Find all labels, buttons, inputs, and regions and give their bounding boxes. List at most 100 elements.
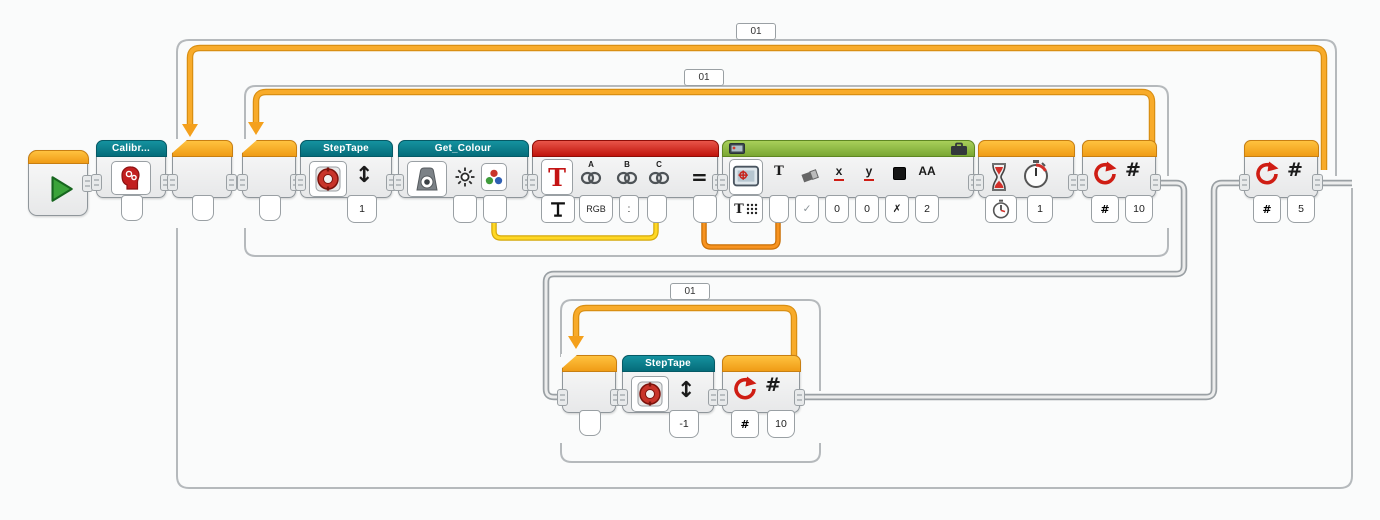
bottom-loop-boundary	[560, 299, 821, 391]
count-mode-icon[interactable]: #	[731, 410, 759, 438]
loop-foot[interactable]	[579, 410, 601, 436]
sequence-in-plug[interactable]	[167, 174, 178, 191]
loop-header	[1081, 139, 1157, 157]
input-c-label: C	[656, 160, 662, 169]
wait-seconds-input[interactable]: 1	[1027, 195, 1053, 223]
sequence-in-plug[interactable]	[91, 174, 102, 191]
color-sensor-icon	[407, 161, 447, 197]
sequence-in-plug[interactable]	[527, 174, 538, 191]
display-header	[721, 139, 975, 157]
sequence-out-plug[interactable]	[226, 174, 237, 191]
outer-loop-name-tab[interactable]: 01	[736, 23, 776, 40]
bottom-loop-name-tab[interactable]: 01	[670, 283, 710, 300]
sequence-in-plug[interactable]	[1239, 174, 1250, 191]
sequence-in-plug[interactable]	[1077, 174, 1088, 191]
timer-mode-icon[interactable]	[985, 195, 1017, 223]
text-data-wire	[701, 218, 781, 250]
rgb-dots-icon	[481, 163, 507, 191]
count-mode-icon[interactable]: #	[1253, 195, 1281, 223]
outer-loop-end-cap[interactable]: # # 5	[1239, 139, 1323, 223]
font-value-input[interactable]: 2	[915, 195, 939, 223]
sequence-in-plug[interactable]	[295, 174, 306, 191]
bottom-loop-end-cap[interactable]: # # 10	[717, 354, 805, 438]
outer-loop-boundary-bottom	[176, 188, 1353, 489]
text-input-label: T	[774, 164, 784, 179]
block-start[interactable]	[27, 149, 93, 216]
sequence-in-plug[interactable]	[973, 174, 984, 191]
loop-arrow-icon	[1253, 161, 1279, 187]
inner-loop-end-cap[interactable]: # # 10	[1077, 139, 1161, 223]
loop-entry-notch	[241, 139, 258, 154]
loop-count-input[interactable]: 10	[767, 410, 795, 438]
count-mode-icon[interactable]: #	[1091, 195, 1119, 223]
text-b-value-input[interactable]: :	[619, 195, 639, 223]
numeric-data-wire	[491, 218, 659, 241]
play-icon	[44, 173, 76, 205]
x-value-input[interactable]: 0	[825, 195, 849, 223]
bottom-loop-arrow-icon	[568, 336, 584, 349]
calibrate-foot[interactable]	[121, 195, 143, 221]
block-calibrate[interactable]: Calibr...	[91, 139, 171, 221]
bottom-loop-boundary-bottom	[560, 443, 821, 463]
eraser-icon	[799, 167, 821, 183]
equals-output-label: =	[691, 165, 708, 189]
clear-screen-input[interactable]: ✓	[795, 195, 819, 223]
loop-foot[interactable]	[192, 195, 214, 221]
loop-foot[interactable]	[259, 195, 281, 221]
block-steptape-main[interactable]: StepTape ↕ 1	[295, 139, 397, 223]
get-colour-foot[interactable]	[453, 195, 477, 223]
merge-icon[interactable]	[541, 195, 575, 223]
y-coordinate-label: y	[857, 164, 881, 181]
color-value-input[interactable]: ✗	[885, 195, 909, 223]
inner-loop-name-tab[interactable]: 01	[684, 69, 724, 86]
sequence-in-plug[interactable]	[617, 389, 628, 406]
up-down-arrow-icon: ↕	[677, 378, 696, 403]
block-wait[interactable]: 1	[973, 139, 1079, 223]
motor-icon	[631, 376, 669, 412]
text-c-wired-input[interactable]	[647, 195, 667, 223]
display-text-wired-input[interactable]	[769, 195, 789, 223]
loop-entry-notch	[171, 139, 188, 154]
y-value-input[interactable]: 0	[855, 195, 879, 223]
loop-entry-notch	[561, 354, 578, 369]
text-a-value-input[interactable]: RGB	[579, 195, 613, 223]
up-down-arrow-icon: ↕	[355, 163, 374, 188]
get-colour-header: Get_Colour	[397, 139, 529, 157]
block-steptape-bottom[interactable]: StepTape ↕ -1	[617, 354, 719, 438]
sequence-out-plug[interactable]	[1312, 174, 1323, 191]
outer-loop-start-cap[interactable]	[167, 139, 237, 221]
wait-header	[977, 139, 1075, 157]
display-preview-icon	[729, 159, 763, 195]
chain-link-icon	[580, 171, 602, 185]
inner-loop-start-cap[interactable]	[237, 139, 301, 221]
loop-count-input[interactable]: 5	[1287, 195, 1315, 223]
sequence-out-plug[interactable]	[1150, 174, 1161, 191]
screen-icon	[728, 142, 745, 154]
text-result-output[interactable]	[693, 195, 717, 223]
loop-count-input[interactable]: 10	[1125, 195, 1153, 223]
block-get-colour[interactable]: Get_Colour	[393, 139, 533, 223]
loop-count-symbol: #	[1125, 159, 1141, 181]
chain-link-icon	[616, 171, 638, 185]
block-text-merge[interactable]: T A B C = RGB :	[527, 139, 723, 223]
block-display[interactable]: T x y AA T ✓ 0 0 ✗ 2	[717, 139, 979, 223]
steps-value-input[interactable]: 1	[347, 195, 377, 223]
loop-header	[1243, 139, 1319, 157]
briefcase-icon	[950, 142, 968, 156]
input-b-label: B	[624, 160, 630, 169]
steps-value-input[interactable]: -1	[669, 410, 699, 438]
sequence-in-plug[interactable]	[557, 389, 568, 406]
color-swatch-icon	[893, 167, 906, 180]
start-block-header	[27, 149, 89, 164]
loop-count-symbol: #	[765, 374, 781, 396]
sequence-out-plug[interactable]	[794, 389, 805, 406]
sequence-in-plug[interactable]	[717, 389, 728, 406]
get-colour-output-foot[interactable]	[483, 195, 507, 223]
sequence-in-plug[interactable]	[393, 174, 404, 191]
text-grid-mode-icon[interactable]: T	[729, 195, 763, 223]
stopwatch-icon	[1021, 159, 1051, 189]
bottom-loop-start-cap[interactable]	[557, 354, 621, 436]
sequence-in-plug[interactable]	[237, 174, 248, 191]
outer-loop-boundary	[176, 39, 1337, 176]
sequence-in-plug[interactable]	[717, 174, 728, 191]
